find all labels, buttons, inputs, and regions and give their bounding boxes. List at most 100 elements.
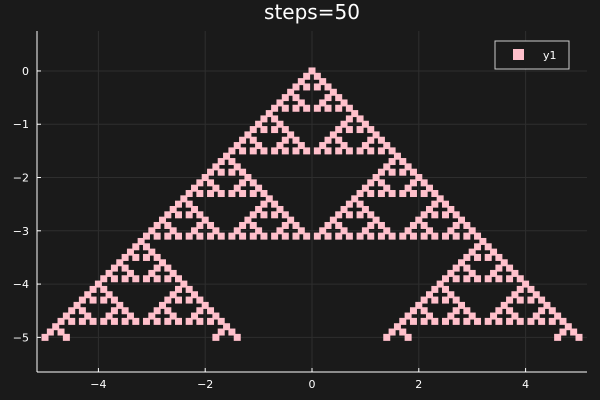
data-point — [287, 131, 295, 139]
data-point — [511, 269, 519, 277]
data-point — [468, 312, 476, 320]
data-point — [452, 275, 460, 283]
data-point — [158, 216, 166, 224]
data-point — [169, 269, 177, 277]
data-point — [244, 174, 252, 182]
data-point — [68, 317, 76, 325]
data-point — [468, 248, 476, 256]
data-point — [522, 280, 530, 288]
data-point — [490, 312, 498, 320]
data-point — [89, 285, 97, 293]
data-point — [415, 301, 423, 309]
data-point — [207, 307, 215, 315]
data-point — [372, 216, 380, 224]
data-point — [153, 307, 161, 315]
data-point — [148, 269, 156, 277]
data-point — [175, 211, 182, 219]
data-point — [281, 232, 289, 240]
data-point — [345, 115, 353, 123]
data-point — [335, 136, 343, 144]
data-point — [196, 221, 204, 229]
data-point — [148, 227, 156, 235]
data-point — [511, 291, 519, 299]
data-point — [233, 184, 241, 192]
data-point — [372, 174, 380, 182]
data-point — [233, 227, 241, 235]
data-point — [185, 232, 193, 240]
data-point — [415, 174, 423, 182]
data-point — [239, 179, 247, 187]
data-point — [383, 142, 391, 150]
data-point — [201, 174, 209, 182]
data-point — [420, 307, 428, 315]
data-point — [94, 280, 102, 288]
data-point — [175, 232, 182, 240]
data-point — [158, 259, 166, 267]
data-point — [548, 317, 556, 325]
data-point — [425, 291, 433, 299]
data-point — [399, 328, 407, 336]
data-point — [297, 227, 305, 235]
data-point — [404, 163, 412, 171]
data-point — [388, 232, 396, 240]
data-point — [324, 232, 332, 240]
y-tick-label: −4 — [13, 278, 29, 291]
data-point — [388, 190, 396, 198]
data-point — [404, 184, 412, 192]
data-point — [228, 158, 236, 166]
data-point — [500, 259, 508, 267]
x-tick-label: 2 — [415, 378, 422, 391]
data-point — [164, 307, 172, 315]
data-point — [201, 301, 209, 309]
data-point — [335, 221, 343, 229]
data-point — [377, 232, 385, 240]
data-point — [431, 296, 439, 304]
data-point — [249, 136, 257, 144]
data-point — [377, 221, 385, 229]
data-point — [575, 333, 583, 341]
data-point — [388, 328, 396, 336]
data-point — [559, 317, 567, 325]
data-point — [506, 296, 514, 304]
data-point — [281, 136, 289, 144]
data-point — [57, 328, 65, 336]
data-point — [527, 296, 535, 304]
data-point — [287, 216, 295, 224]
y-tick-label: 0 — [22, 65, 29, 78]
data-point — [468, 269, 476, 277]
data-point — [490, 248, 498, 256]
data-point — [409, 190, 417, 198]
data-point — [89, 317, 97, 325]
data-point — [185, 285, 193, 293]
data-point — [506, 317, 514, 325]
data-point — [62, 312, 70, 320]
data-point — [409, 307, 417, 315]
data-point — [228, 190, 236, 198]
data-point — [228, 328, 236, 336]
data-point — [527, 317, 535, 325]
data-point — [511, 312, 519, 320]
data-point — [239, 221, 247, 229]
data-point — [345, 200, 353, 208]
data-point — [506, 275, 514, 283]
data-point — [420, 211, 428, 219]
data-point — [185, 200, 193, 208]
data-point — [484, 317, 492, 325]
data-point — [345, 211, 353, 219]
data-point — [356, 147, 364, 155]
data-point — [340, 120, 348, 128]
data-point — [431, 232, 439, 240]
data-point — [153, 264, 161, 272]
data-point — [207, 317, 215, 325]
data-point — [175, 317, 182, 325]
data-point — [559, 328, 567, 336]
data-point — [196, 179, 204, 187]
data-point — [207, 232, 215, 240]
data-point — [356, 190, 364, 198]
data-point — [271, 200, 279, 208]
data-point — [191, 312, 199, 320]
data-point — [292, 94, 300, 102]
data-point — [271, 115, 279, 123]
data-point — [367, 221, 375, 229]
data-point — [442, 317, 449, 325]
